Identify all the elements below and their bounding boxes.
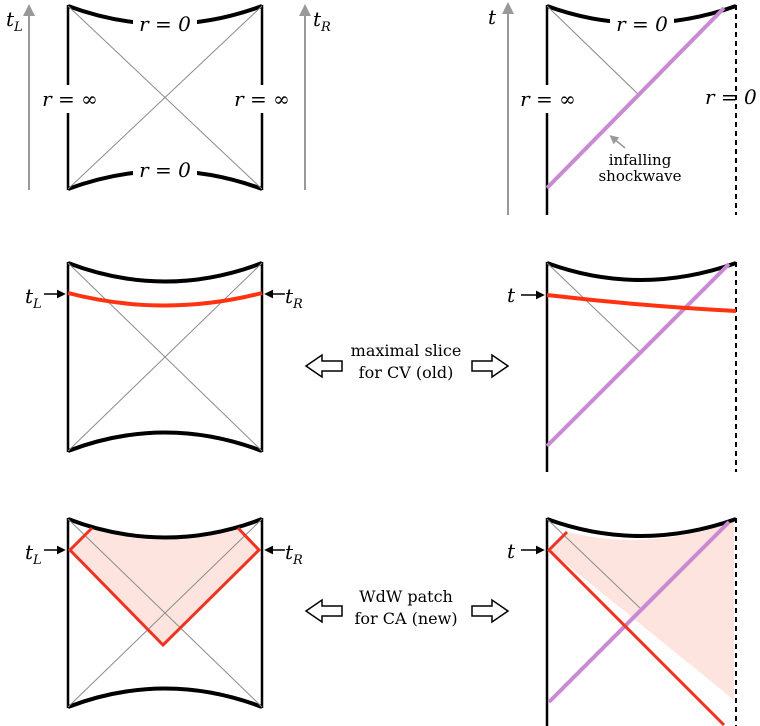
caption-line2: for CA (new): [354, 609, 457, 628]
boundary-origin-label: r = 0: [705, 85, 757, 109]
future-singularity: [67, 261, 263, 284]
time-label: t: [488, 5, 497, 29]
boundary-left-label: r = ∞: [520, 87, 576, 111]
boundary-left-label: r = ∞: [42, 87, 98, 111]
shockwave-line: [545, 262, 731, 448]
time-label: t: [507, 283, 516, 307]
horizon-diagonal: [67, 518, 263, 708]
maximal-slice: [546, 293, 737, 313]
row3-caption: WdW patch for CA (new): [304, 587, 510, 628]
row2-right-diagram: t: [507, 261, 737, 472]
shockwave-line: [545, 6, 726, 190]
boundary-right-label: r = ∞: [234, 87, 290, 111]
caption-line1: WdW patch: [359, 587, 453, 606]
past-singularity: [67, 686, 263, 709]
singularity-bottom-label: r = 0: [139, 158, 191, 182]
singularity-top-label: r = 0: [139, 12, 191, 36]
time-label-left: tL: [6, 7, 23, 35]
past-singularity: [67, 430, 263, 453]
double-arrow-right-icon: [471, 598, 510, 624]
row2-caption: maximal slice for CV (old): [304, 341, 510, 382]
singularity-top-label: r = 0: [616, 12, 668, 36]
double-arrow-left-icon: [304, 598, 343, 624]
row1-right-diagram: t r = 0 r = ∞ r = 0 infalling shockwave: [488, 2, 757, 215]
shockwave-line: [547, 520, 731, 704]
wdw-patch-edge: [67, 526, 262, 648]
caption-line2: for CV (old): [359, 363, 454, 382]
wdw-patch-fill: [70, 528, 259, 645]
double-arrow-right-icon: [471, 353, 510, 379]
horizon-diagonal: [546, 518, 641, 609]
shockwave-caption-line1: infalling: [609, 151, 672, 169]
time-label-right: tR: [313, 7, 331, 35]
horizon-diagonal: [67, 262, 263, 452]
future-singularity: [67, 517, 263, 540]
shockwave-pointer-arrow: [609, 135, 626, 149]
future-singularity: [546, 261, 737, 282]
maximal-slice: [67, 291, 263, 308]
row1-left-diagram: tL tR r = 0 r = 0 r = ∞ r = ∞: [6, 4, 331, 191]
double-arrow-left-icon: [304, 353, 343, 379]
future-singularity: [546, 517, 737, 538]
row2-left-diagram: tL tR: [25, 261, 303, 453]
horizon-diagonal: [546, 262, 641, 353]
caption-line1: maximal slice: [351, 341, 462, 360]
wdw-patch-edge: [546, 530, 726, 726]
horizon-diagonal: [67, 5, 263, 190]
time-label-right: tR: [285, 284, 303, 312]
horizon-diagonal: [546, 5, 641, 97]
time-label-left: tL: [25, 540, 42, 568]
time-label-left: tL: [25, 284, 42, 312]
row3-right-diagram: t: [507, 517, 737, 726]
time-label-right: tR: [285, 540, 303, 568]
shockwave-caption-line2: shockwave: [598, 167, 681, 185]
time-label: t: [507, 539, 516, 563]
row3-left-diagram: tL tR: [25, 517, 303, 709]
